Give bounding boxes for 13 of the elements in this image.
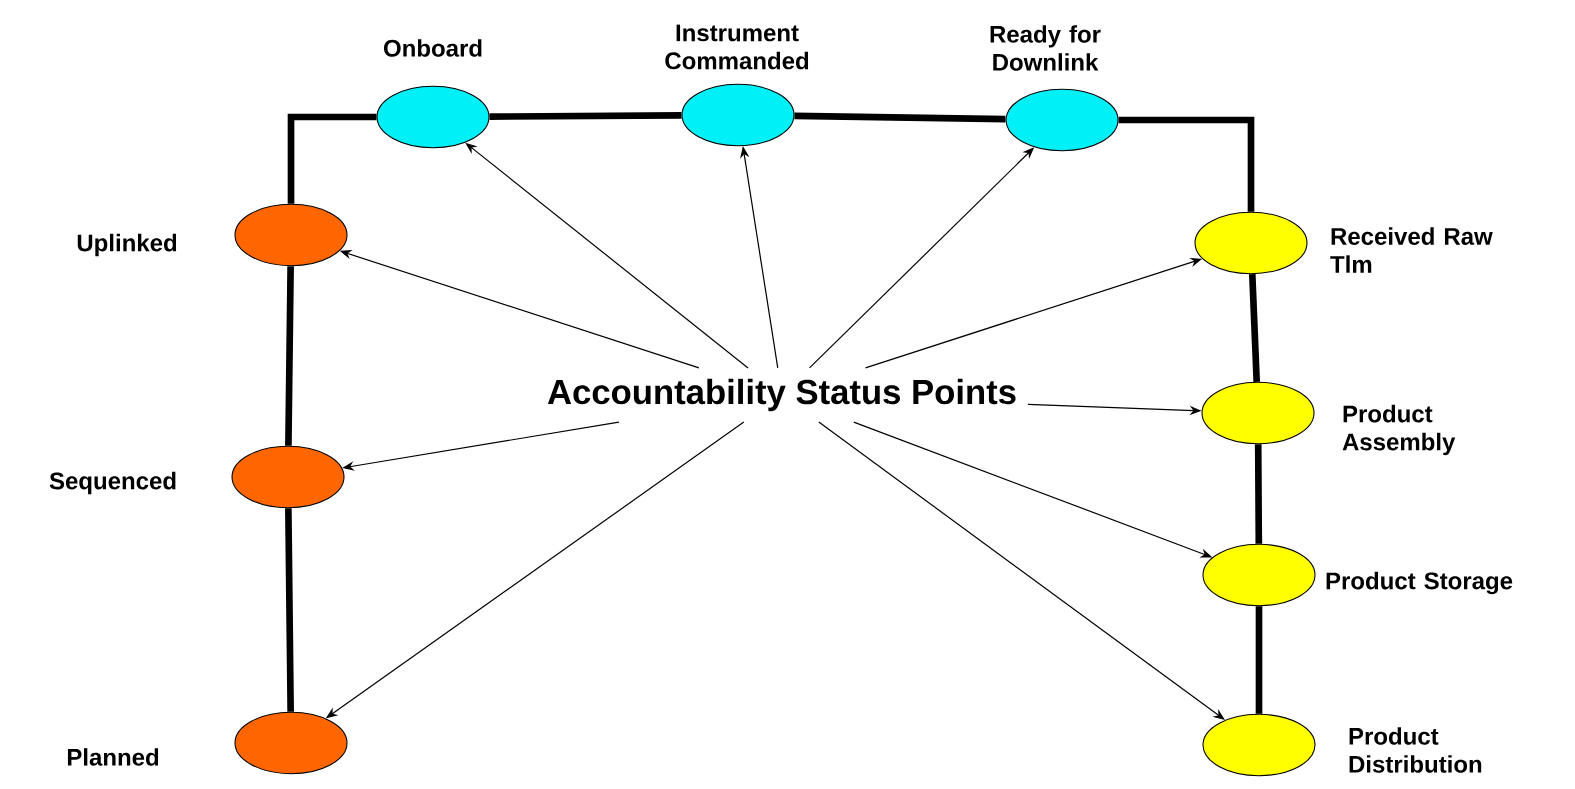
status-label: Sequenced [49,471,176,495]
status-label: Received Raw Tlm [1330,227,1493,273]
heading-text: Accountability Status Points [547,378,1016,412]
status-label: Product Assembly [1342,404,1456,456]
status-label: Onboard [384,39,482,57]
status-label: Product Storage [1326,571,1513,595]
status-label: Product Distribution [1349,727,1482,773]
thick-line [794,112,1006,123]
status-label: Planned [67,748,159,766]
status-label: Uplinked [77,233,177,257]
thick-line [489,112,682,120]
status-label: Instrument Commanded [665,24,809,70]
status-label: Ready for Downlink [990,25,1101,71]
